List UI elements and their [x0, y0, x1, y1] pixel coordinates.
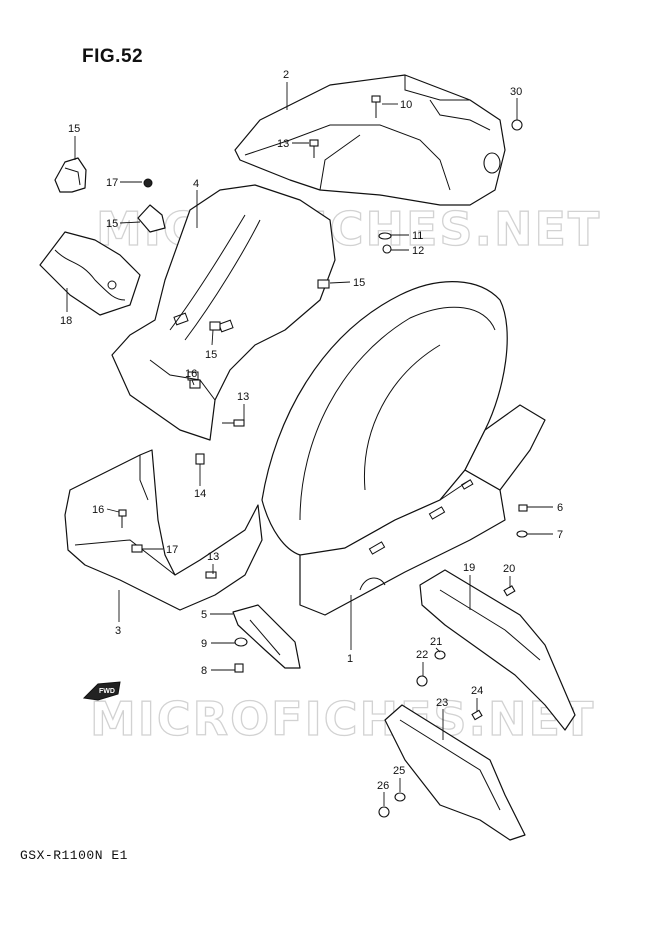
callout-13-low: 13: [207, 551, 219, 563]
rear-fender-part-1: [261, 281, 546, 616]
lower-plate-part-26: [384, 704, 526, 841]
hardware-bolt-13-top: [309, 139, 319, 158]
fwd-arrow-icon: FWD: [82, 681, 121, 701]
hardware-nut-25: [416, 675, 428, 687]
hardware-bolt-16: [118, 509, 127, 528]
hardware-bolt-14: [195, 453, 205, 465]
clip-part-19: [137, 204, 166, 233]
splash-guard-part-3: [64, 449, 263, 611]
callout-21: 18: [60, 315, 72, 327]
callout-3: 3: [115, 625, 121, 637]
callout-labels: 2 4 15 17 15 18 10 30 13 11 12 15 15 16 …: [60, 69, 563, 792]
callout-6: 6: [557, 502, 563, 514]
callout-22: 19: [463, 562, 475, 574]
hardware-washer-9: [234, 637, 248, 647]
hardware-bolt-23: [503, 585, 516, 597]
callout-12: 12: [412, 245, 424, 257]
seat-tail-cover-part-2: [234, 74, 506, 206]
hardware-nut-30: [511, 119, 523, 131]
hardware-bolt-27: [471, 709, 483, 721]
fwd-label: FWD: [99, 688, 115, 695]
hardware-washer-28: [394, 792, 406, 802]
callout-11: 11: [412, 230, 423, 242]
callout-30: 30: [510, 86, 522, 98]
callout-19: 15: [106, 218, 118, 230]
callout-29: 26: [377, 780, 389, 792]
callout-13-mid: 13: [237, 391, 249, 403]
hardware-bolt-8: [234, 663, 244, 673]
hardware-bolt-13-low: [205, 571, 217, 579]
hardware-bolt-13-mid: [222, 419, 245, 427]
callout-18: 15: [68, 123, 80, 135]
callout-4: 4: [193, 178, 199, 190]
callout-23: 20: [503, 563, 515, 575]
callout-10: 10: [400, 99, 412, 111]
license-bracket-part-22: [419, 569, 576, 731]
callout-2: 2: [283, 69, 289, 81]
callout-9: 9: [201, 638, 207, 650]
hardware-clip-15c: [189, 379, 201, 389]
leader-lines: [66, 82, 553, 806]
hardware-washer-7: [516, 530, 528, 538]
callout-25: 22: [416, 649, 428, 661]
callout-13-top: 13: [277, 138, 289, 150]
callout-7: 7: [557, 529, 563, 541]
figure-title: FIG.52: [82, 46, 144, 67]
callout-28: 25: [393, 765, 405, 777]
callout-17: 17: [166, 544, 178, 556]
callout-1: 1: [347, 653, 353, 665]
callout-27: 24: [471, 685, 483, 697]
inner-fender-part-4: [111, 184, 336, 441]
watermark-lower: MICROFICHES.NET: [90, 692, 595, 746]
callout-15-right: 15: [353, 277, 365, 289]
hardware-nut-12: [382, 244, 392, 254]
callout-16: 16: [92, 504, 104, 516]
hardware-clip-15a: [317, 279, 330, 289]
watermark-upper: MICROFICHES.NET: [96, 202, 601, 256]
hardware-clip-17: [131, 544, 143, 553]
model-code: GSX-R1100N E1: [20, 848, 128, 863]
callout-24: 21: [430, 636, 442, 648]
hardware-nut-20: [143, 178, 153, 188]
callout-26: 23: [436, 697, 448, 709]
callout-15-mid: 15: [205, 349, 217, 361]
bracket-part-5: [232, 604, 301, 669]
hardware-clip-15b: [209, 321, 221, 331]
callout-15-low: 16: [185, 368, 197, 380]
hardware-bolt-6: [518, 504, 528, 512]
clamp-part-18: [54, 157, 87, 193]
hardware-washer-11: [378, 232, 392, 240]
hardware-nut-29: [378, 806, 390, 818]
foam-pad-part-21: [39, 231, 141, 316]
callout-8: 8: [201, 665, 207, 677]
hardware-washer-24: [434, 650, 446, 660]
callout-5: 5: [201, 609, 207, 621]
hardware-bolt-10: [371, 95, 381, 118]
callout-20: 17: [106, 177, 118, 189]
callout-14: 14: [194, 488, 206, 500]
